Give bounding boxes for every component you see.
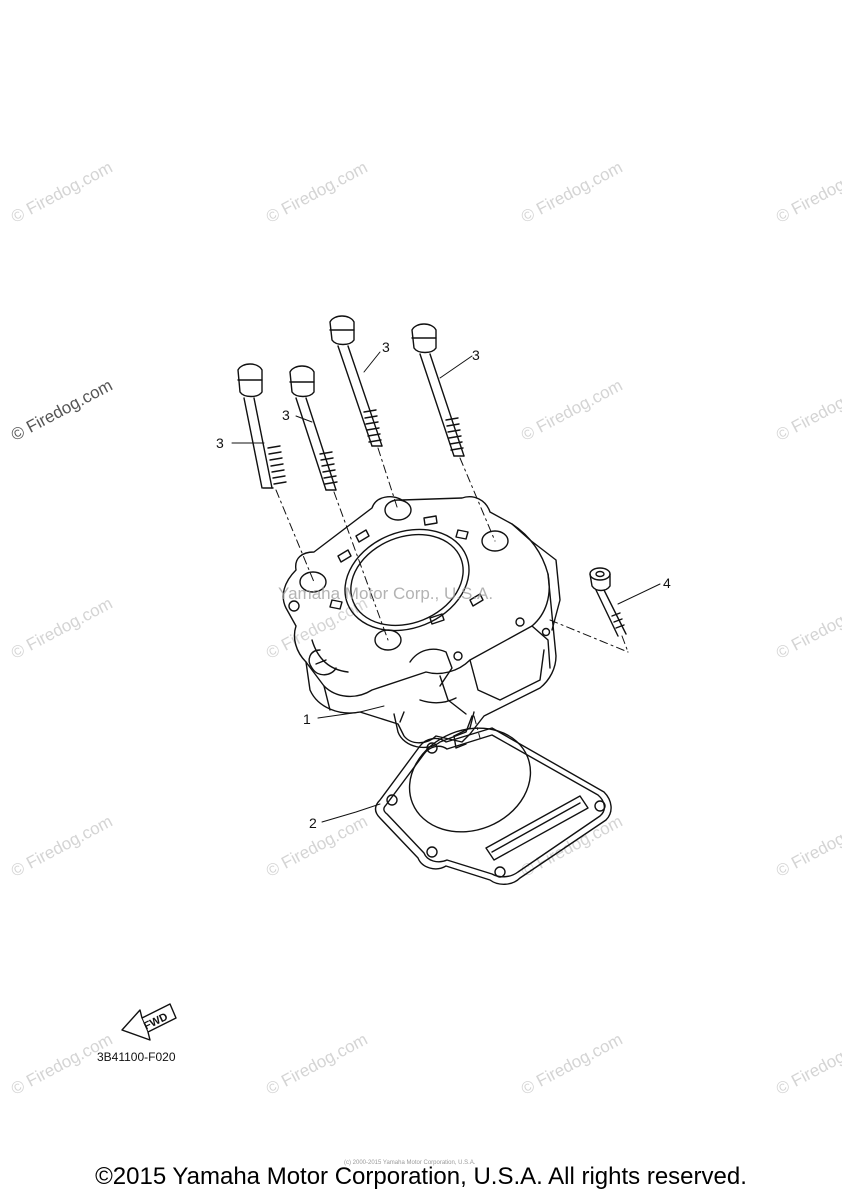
fwd-label: FWD xyxy=(142,1011,170,1033)
copyright-notice: ©2015 Yamaha Motor Corporation, U.S.A. A… xyxy=(95,1163,747,1190)
callout-2: 2 xyxy=(309,815,317,831)
cylinder-block xyxy=(282,496,561,749)
cylinder-head-bolt xyxy=(289,365,338,491)
cylinder-base-gasket xyxy=(374,727,612,885)
callout-1: 1 xyxy=(303,711,311,727)
diagram-code: 3B41100-F020 xyxy=(97,1050,176,1064)
leader-lines xyxy=(231,351,661,823)
callout-3: 3 xyxy=(216,435,224,451)
cylinder-side-bolt xyxy=(589,567,627,637)
callout-3: 3 xyxy=(282,407,290,423)
forward-arrow-icon: FWD xyxy=(121,1003,177,1041)
cylinder-head-bolt xyxy=(411,323,465,457)
footer-note: (c) 2000-2015 Yamaha Motor Corporation, … xyxy=(344,1160,476,1166)
cylinder-head-bolt xyxy=(237,363,287,489)
callout-4: 4 xyxy=(663,575,671,591)
center-watermark: Yamaha Motor Corp., U.S.A. xyxy=(278,584,494,603)
callout-3: 3 xyxy=(382,339,390,355)
callout-3: 3 xyxy=(472,347,480,363)
assembly-lines xyxy=(275,447,629,739)
cylinder-head-bolt xyxy=(329,315,383,447)
